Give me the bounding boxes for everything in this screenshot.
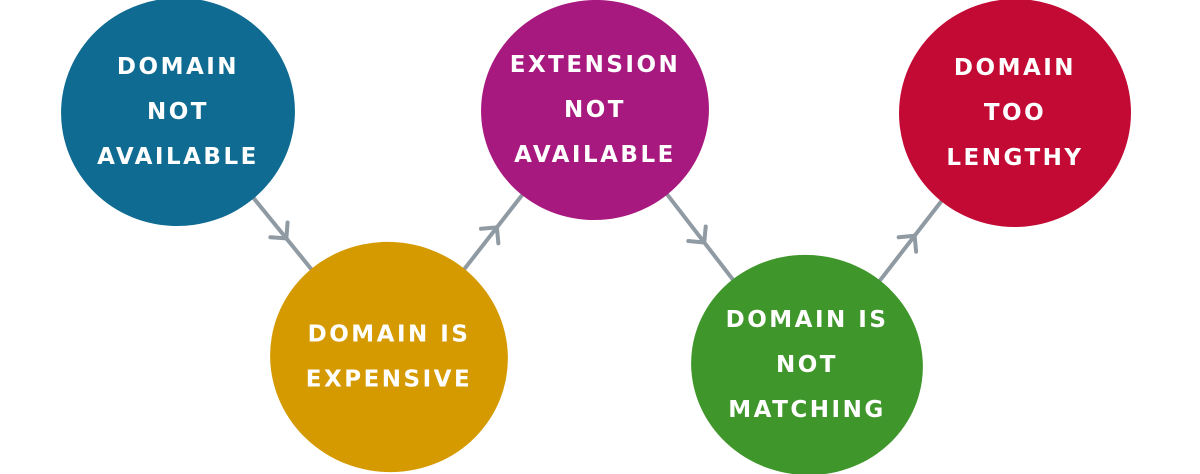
node-domain-is-not-matching: DOMAIN IS NOT MATCHING <box>691 254 923 474</box>
node-label-line: DOMAIN IS <box>726 307 889 333</box>
node-label-line: TOO <box>984 100 1046 126</box>
node-label-line: NOT <box>776 352 838 378</box>
node-label-line: EXTENSION <box>510 52 681 78</box>
node-circle <box>691 254 923 474</box>
connector-3 <box>660 185 741 290</box>
node-label-line: NOT <box>564 97 626 123</box>
connectors-layer <box>246 185 950 290</box>
node-circle <box>481 0 709 221</box>
node-domain-is-expensive: DOMAIN IS EXPENSIVE <box>270 241 508 473</box>
connector-4 <box>872 191 950 289</box>
node-label-line: AVAILABLE <box>514 142 676 168</box>
node-circle <box>899 0 1131 228</box>
node-label-line: DOMAIN <box>954 55 1076 81</box>
arrow-chevron-icon <box>478 225 501 246</box>
node-extension-not-available: EXTENSION NOT AVAILABLE <box>481 0 709 221</box>
node-domain-too-lengthy: DOMAIN TOO LENGTHY <box>899 0 1131 228</box>
arrow-chevron-icon <box>268 220 290 241</box>
node-label-line: DOMAIN IS <box>308 322 471 348</box>
node-label-line: DOMAIN <box>117 54 239 80</box>
connector-2 <box>457 185 530 278</box>
node-label-line: NOT <box>147 99 209 125</box>
node-label-line: LENGTHY <box>946 145 1083 171</box>
connector-line <box>872 191 950 289</box>
connector-line <box>457 185 530 278</box>
node-domain-not-available: DOMAIN NOT AVAILABLE <box>61 0 295 227</box>
connector-line <box>660 185 741 290</box>
arrow-chevron-icon <box>896 233 919 254</box>
node-label-line: AVAILABLE <box>97 144 259 170</box>
nodes-layer: DOMAIN NOT AVAILABLE DOMAIN IS EXPENSIVE EXTE… <box>61 0 1131 474</box>
node-label-line: MATCHING <box>728 397 885 423</box>
node-label-line: EXPENSIVE <box>306 367 472 393</box>
node-circle <box>61 0 295 227</box>
connector-1 <box>246 189 320 279</box>
node-circle <box>270 241 508 473</box>
connector-line <box>246 189 320 279</box>
arrow-chevron-icon <box>686 224 708 245</box>
